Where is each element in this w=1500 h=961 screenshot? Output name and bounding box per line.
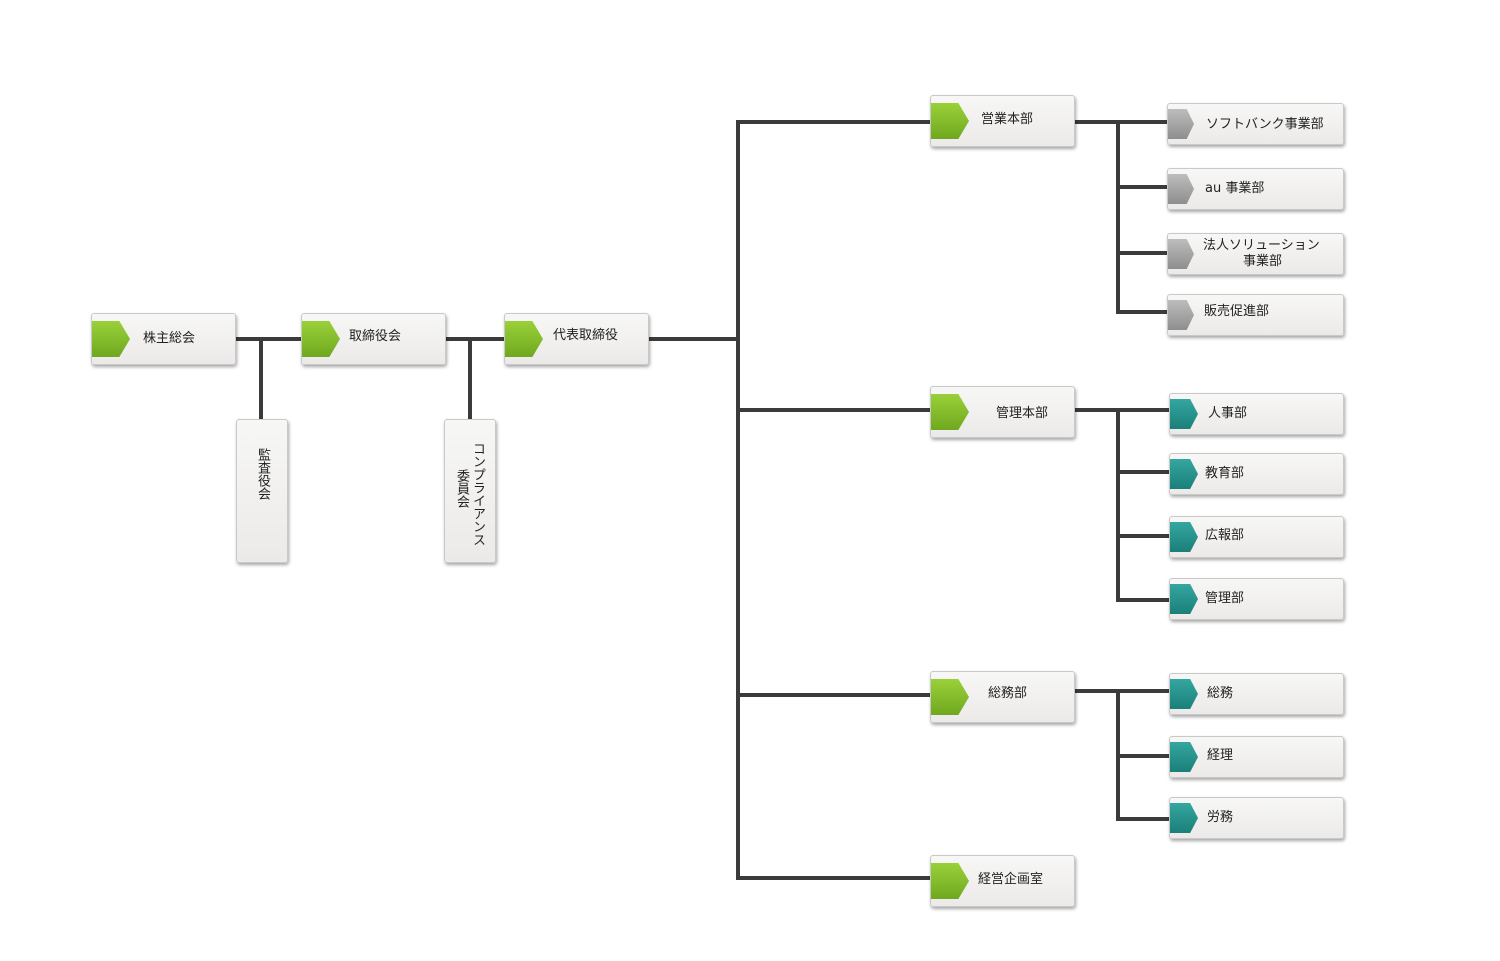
green-arrow-icon xyxy=(931,863,969,899)
node-auditors: 監査役会 xyxy=(236,419,288,563)
node-label: 監査役会 xyxy=(255,448,270,500)
node-admin-dept: 管理部 xyxy=(1169,578,1344,620)
node-ceo: 代表取締役 xyxy=(504,313,649,365)
node-label: 営業本部 xyxy=(981,112,1034,127)
gray-arrow-icon xyxy=(1168,174,1194,204)
node-label: 総務部 xyxy=(988,686,1028,701)
green-arrow-icon xyxy=(931,679,969,715)
teal-arrow-icon xyxy=(1170,584,1198,614)
gray-arrow-icon xyxy=(1168,239,1194,269)
teal-arrow-icon xyxy=(1170,742,1198,772)
node-label: 取締役会 xyxy=(349,329,402,344)
teal-arrow-icon xyxy=(1170,679,1198,709)
teal-arrow-icon xyxy=(1170,459,1198,489)
gray-arrow-icon xyxy=(1168,109,1194,139)
green-arrow-icon xyxy=(302,321,340,357)
node-education-dept: 教育部 xyxy=(1169,453,1344,495)
node-label-line2: 委員会 xyxy=(454,469,469,508)
green-arrow-icon xyxy=(931,394,969,430)
node-au-dept: au 事業部 xyxy=(1167,168,1344,210)
node-pr-dept: 広報部 xyxy=(1169,516,1344,558)
node-label: 販売促進部 xyxy=(1204,304,1270,319)
node-label: 教育部 xyxy=(1205,466,1245,481)
node-board: 取締役会 xyxy=(301,313,446,365)
node-general-division: 総務部 xyxy=(930,671,1075,723)
node-label: 経営企画室 xyxy=(978,872,1044,887)
green-arrow-icon xyxy=(505,321,543,357)
node-label: 株主総会 xyxy=(143,331,196,346)
node-hr-dept: 人事部 xyxy=(1169,393,1344,435)
node-shareholders: 株主総会 xyxy=(91,313,236,365)
node-planning-office: 経営企画室 xyxy=(930,855,1075,907)
gray-arrow-icon xyxy=(1168,300,1194,330)
node-label-line2: 事業部 xyxy=(1243,254,1283,269)
node-label: 人事部 xyxy=(1208,406,1248,421)
node-accounting: 経理 xyxy=(1169,736,1344,778)
green-arrow-icon xyxy=(92,321,130,357)
green-arrow-icon xyxy=(931,103,969,139)
node-sales-promotion-dept: 販売促進部 xyxy=(1167,294,1344,336)
node-label-line1: コンプライアンス xyxy=(470,442,485,546)
node-sales-division: 営業本部 xyxy=(930,95,1075,147)
node-label: 管理部 xyxy=(1205,591,1245,606)
node-softbank-dept: ソフトバンク事業部 xyxy=(1167,103,1344,145)
node-general-affairs: 総務 xyxy=(1169,673,1344,715)
node-label-line1: 法人ソリューション xyxy=(1203,238,1320,253)
teal-arrow-icon xyxy=(1170,399,1198,429)
node-labor: 労務 xyxy=(1169,797,1344,839)
node-label: 広報部 xyxy=(1205,528,1245,543)
node-label: 経理 xyxy=(1207,748,1234,763)
node-label: ソフトバンク事業部 xyxy=(1206,117,1324,132)
node-label: 総務 xyxy=(1207,686,1234,701)
node-label: 代表取締役 xyxy=(553,328,619,343)
node-label: au 事業部 xyxy=(1205,181,1265,196)
node-label: 労務 xyxy=(1207,810,1234,825)
teal-arrow-icon xyxy=(1170,522,1198,552)
node-management-division: 管理本部 xyxy=(930,386,1075,438)
node-compliance: コンプライアンス 委員会 xyxy=(444,419,496,563)
teal-arrow-icon xyxy=(1170,803,1198,833)
node-corporate-solutions-dept: 法人ソリューション 事業部 xyxy=(1167,233,1344,275)
node-label: 管理本部 xyxy=(996,406,1049,421)
